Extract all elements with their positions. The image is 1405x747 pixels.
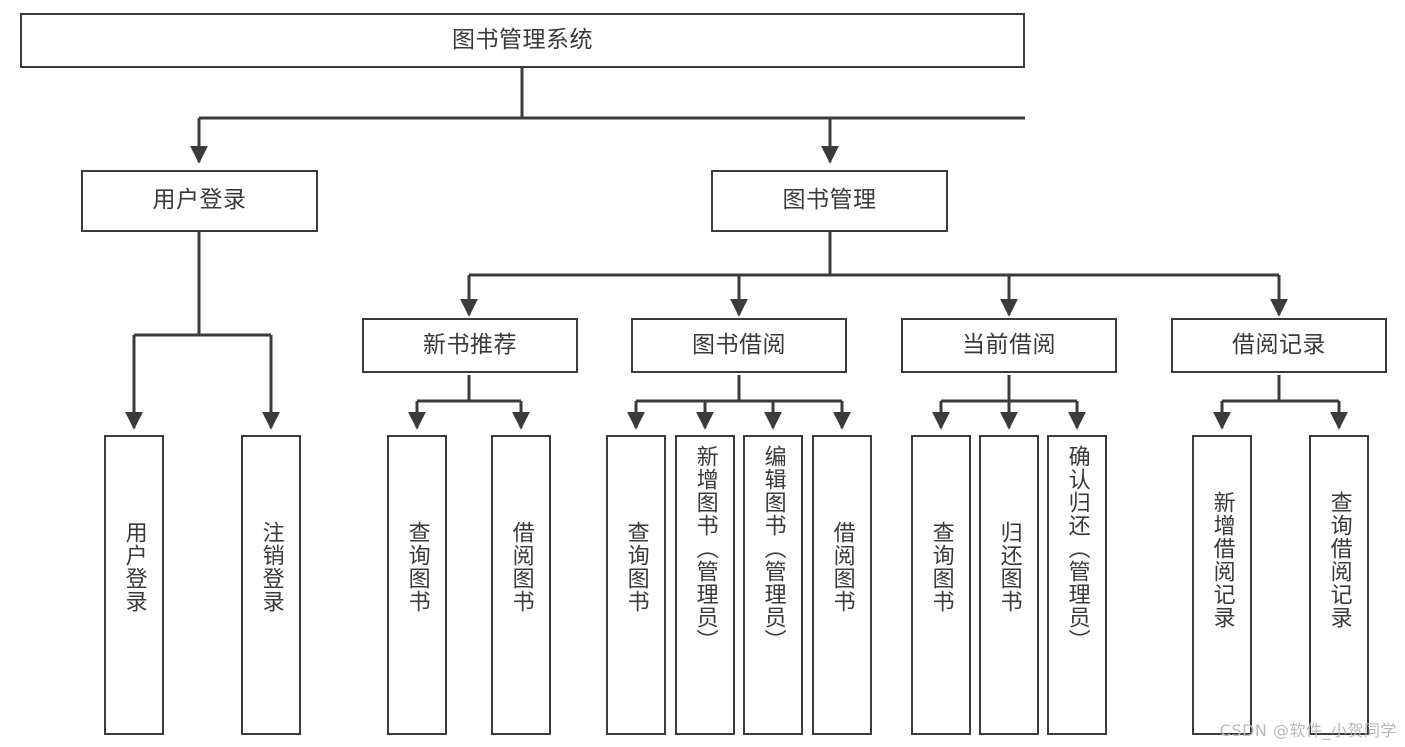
node-leaf-borrow-book-1[interactable]: 借阅图书 [491, 435, 551, 735]
node-leaf-query-book-2-label: 查询图书 [623, 521, 649, 613]
node-user-login-label: 用户登录 [152, 187, 247, 214]
node-leaf-add-book[interactable]: 新增图书（管理员） [675, 435, 735, 735]
node-leaf-edit-book[interactable]: 编辑图书（管理员） [743, 435, 803, 735]
node-leaf-query-record-label: 查询借阅记录 [1326, 491, 1352, 629]
node-book-manage-label: 图书管理 [782, 187, 877, 214]
node-book-manage[interactable]: 图书管理 [711, 170, 948, 232]
node-current-borrow[interactable]: 当前借阅 [901, 318, 1117, 373]
node-leaf-add-book-label: 新增图书（管理员） [692, 445, 718, 652]
node-leaf-query-book-1-label: 查询图书 [404, 521, 430, 613]
node-leaf-return-book-label: 归还图书 [996, 521, 1022, 613]
node-new-book-recommend[interactable]: 新书推荐 [362, 318, 578, 373]
node-new-book-recommend-label: 新书推荐 [423, 331, 517, 358]
node-leaf-add-record-label: 新增借阅记录 [1209, 491, 1235, 629]
node-leaf-query-book-2[interactable]: 查询图书 [606, 435, 666, 735]
node-leaf-borrow-book-2-label: 借阅图书 [829, 521, 855, 613]
node-leaf-query-book-3-label: 查询图书 [928, 521, 954, 613]
node-leaf-confirm-return-label: 确认归还（管理员） [1064, 445, 1090, 652]
node-leaf-add-record[interactable]: 新增借阅记录 [1192, 435, 1252, 735]
node-borrow-record[interactable]: 借阅记录 [1171, 318, 1387, 373]
csdn-watermark: CSDN @软件_小贺同学 [1219, 721, 1397, 740]
node-leaf-borrow-book-1-label: 借阅图书 [508, 521, 534, 613]
node-book-borrow[interactable]: 图书借阅 [631, 318, 847, 373]
node-leaf-borrow-book-2[interactable]: 借阅图书 [812, 435, 872, 735]
node-borrow-record-label: 借阅记录 [1232, 331, 1326, 358]
node-book-borrow-label: 图书借阅 [692, 331, 786, 358]
node-leaf-user-login[interactable]: 用户登录 [104, 435, 164, 735]
node-root[interactable]: 图书管理系统 [20, 13, 1025, 68]
node-leaf-confirm-return[interactable]: 确认归还（管理员） [1047, 435, 1107, 735]
node-root-label: 图书管理系统 [452, 26, 593, 53]
node-leaf-query-book-3[interactable]: 查询图书 [911, 435, 971, 735]
node-leaf-edit-book-label: 编辑图书（管理员） [760, 445, 786, 652]
node-leaf-query-record[interactable]: 查询借阅记录 [1309, 435, 1369, 735]
node-leaf-user-logout-label: 注销登录 [258, 521, 284, 613]
node-leaf-query-book-1[interactable]: 查询图书 [387, 435, 447, 735]
node-leaf-user-login-label: 用户登录 [121, 521, 147, 613]
node-current-borrow-label: 当前借阅 [962, 331, 1056, 358]
node-user-login[interactable]: 用户登录 [81, 170, 318, 232]
node-leaf-return-book[interactable]: 归还图书 [979, 435, 1039, 735]
node-leaf-user-logout[interactable]: 注销登录 [241, 435, 301, 735]
